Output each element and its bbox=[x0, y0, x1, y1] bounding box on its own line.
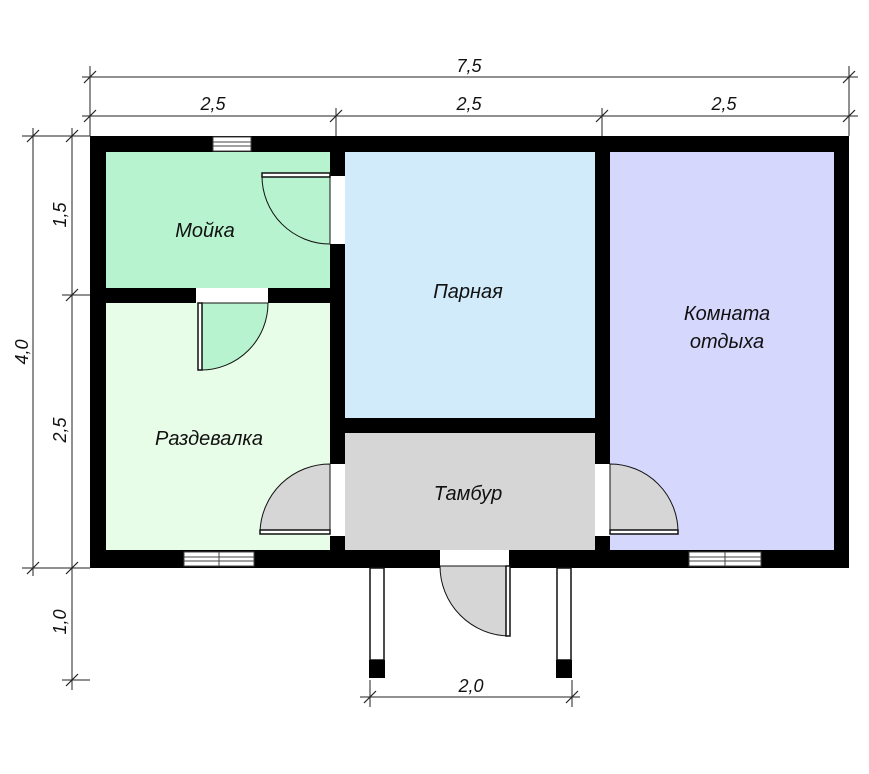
window-bottom-changing bbox=[183, 551, 255, 567]
segment-2-label: 2,5 bbox=[455, 94, 482, 114]
vestibule-left-door-leaf bbox=[259, 529, 331, 535]
washroom-label: Мойка bbox=[175, 220, 234, 242]
porch-post-left bbox=[369, 567, 385, 678]
outer-wall-bottom-right bbox=[509, 550, 849, 568]
partition-horizontal-vestibule bbox=[345, 418, 595, 433]
dimension-total-height: 4,0 bbox=[12, 128, 90, 576]
porch-width-label: 2,0 bbox=[457, 676, 483, 696]
changing-room-door-leaf bbox=[197, 302, 203, 371]
partition-horizontal-right bbox=[268, 288, 330, 303]
total-width-label: 7,5 bbox=[456, 56, 482, 76]
segment-1-label: 2,5 bbox=[199, 94, 226, 114]
porch-post-right bbox=[556, 567, 572, 678]
dimension-segments: 2,5 2,5 2,5 bbox=[82, 94, 858, 136]
entrance-door-leaf bbox=[505, 565, 511, 637]
outer-wall-bottom-left bbox=[90, 550, 440, 568]
changing-room-door-swing bbox=[200, 302, 269, 371]
vestibule-right-door-leaf bbox=[609, 529, 679, 535]
steam-room-label: Парная bbox=[433, 281, 503, 303]
segment-3-label: 2,5 bbox=[710, 94, 737, 114]
partition-vertical-left-top bbox=[330, 152, 345, 176]
changing-room-label: Раздевалка bbox=[155, 428, 263, 450]
outer-wall-right bbox=[834, 136, 849, 568]
partition-vertical-right-top bbox=[595, 152, 610, 464]
washroom-door-leaf bbox=[261, 172, 331, 178]
partition-vertical-left-mid bbox=[330, 244, 345, 464]
dimension-heights: 1,5 2,5 1,0 bbox=[50, 128, 90, 690]
partition-vertical-right-bottom bbox=[595, 536, 610, 550]
outer-wall-left bbox=[90, 136, 106, 568]
dimension-porch-width: 2,0 bbox=[360, 676, 580, 707]
entrance-door-swing bbox=[439, 565, 510, 637]
height-bottom-label: 2,5 bbox=[50, 417, 70, 444]
outer-wall-top bbox=[90, 136, 849, 152]
total-height-label: 4,0 bbox=[12, 339, 32, 364]
rest-room-label-line1: Комната bbox=[684, 303, 770, 325]
vestibule-area bbox=[345, 433, 595, 550]
partition-horizontal-left bbox=[106, 288, 196, 303]
height-top-label: 1,5 bbox=[50, 202, 70, 228]
rest-room-label-line2: отдыха bbox=[690, 331, 764, 353]
partition-vertical-left-bottom bbox=[330, 536, 345, 550]
porch-depth-label: 1,0 bbox=[50, 609, 70, 634]
window-top-washroom bbox=[212, 136, 252, 152]
washroom-door-swing bbox=[261, 175, 331, 245]
steam-room-area bbox=[345, 152, 595, 418]
window-bottom-rest bbox=[688, 551, 762, 567]
dimension-total-width: 7,5 bbox=[82, 56, 858, 136]
vestibule-label: Тамбур bbox=[434, 483, 503, 505]
